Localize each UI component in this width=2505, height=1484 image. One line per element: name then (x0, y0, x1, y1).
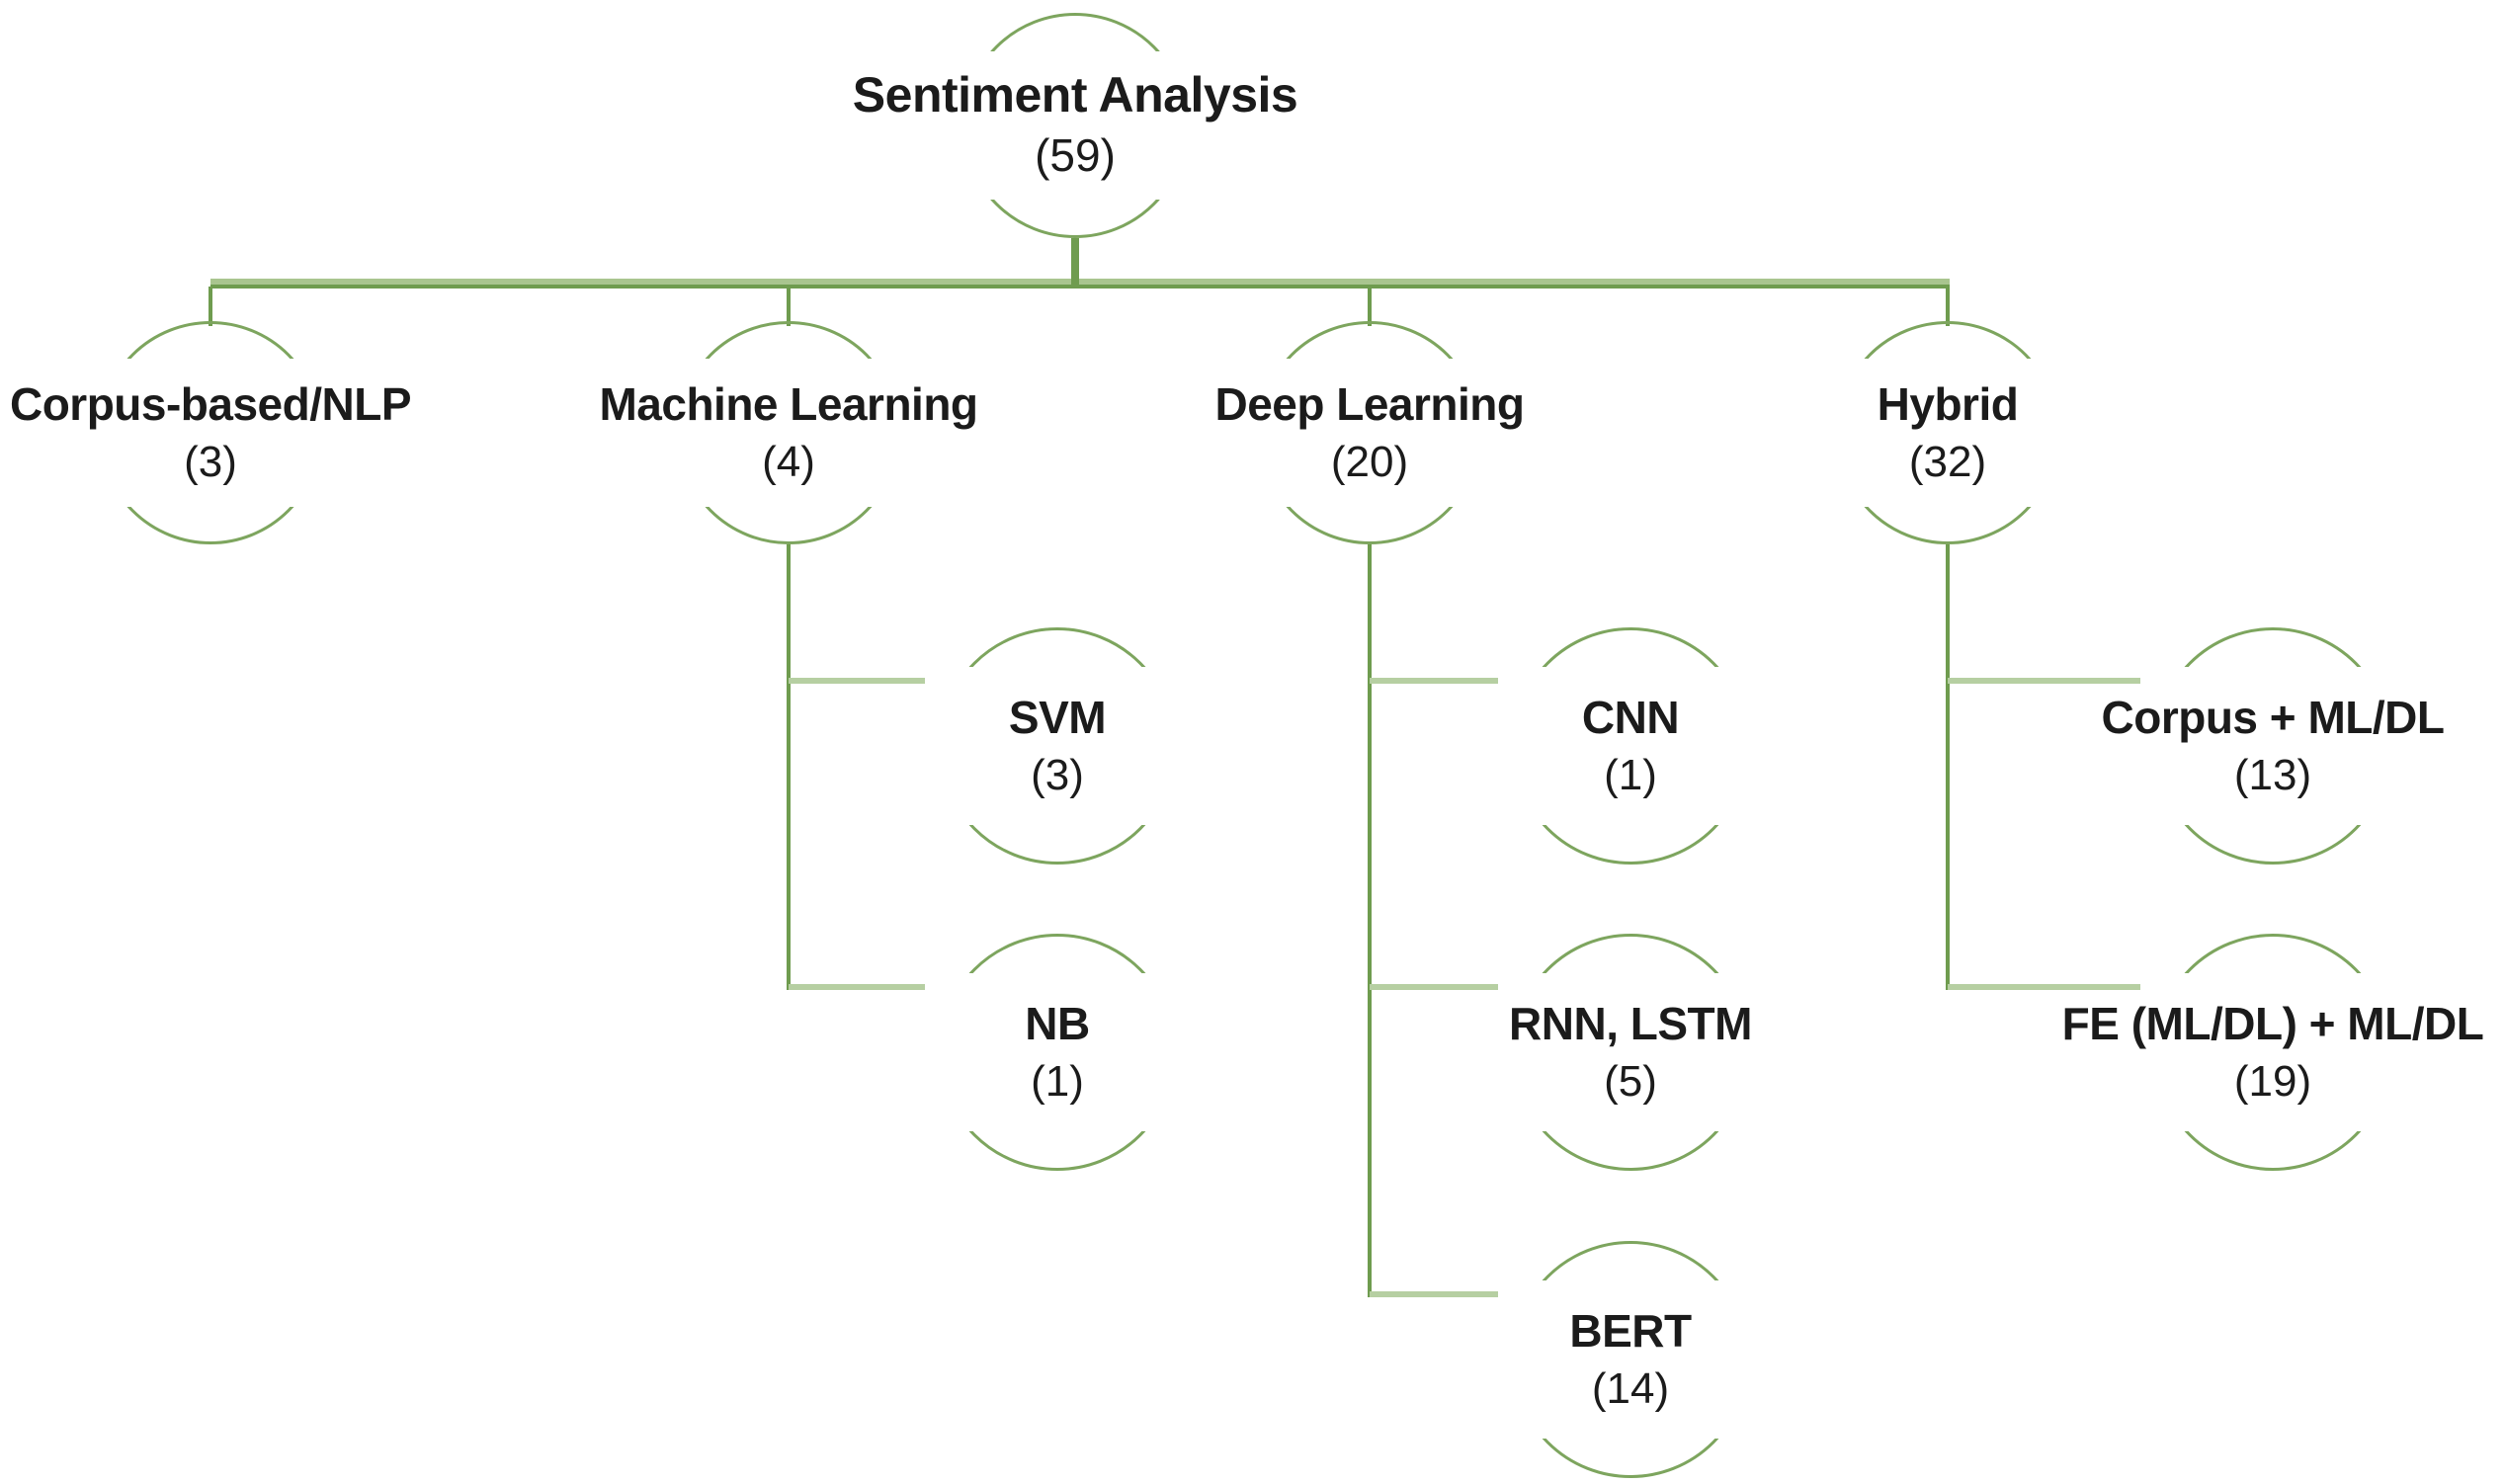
node-label: Corpus + ML/DL (2101, 692, 2445, 743)
node-label-block: RNN, LSTM (5) (988, 994, 2273, 1111)
connector-branch-svm (789, 678, 962, 684)
connector-branch-corpus-ml-dl (1948, 678, 2175, 684)
node-label-block: Machine Learning (4) (146, 374, 1431, 491)
connector-spine-light (210, 279, 1950, 285)
connector-branch-bert (1370, 1291, 1540, 1297)
node-label: Corpus-based/NLP (9, 378, 412, 430)
node-count: (1) (1604, 751, 1657, 799)
node-label-block: Sentiment Analysis (59) (433, 64, 1717, 185)
node-count: (4) (762, 438, 815, 486)
node-label-block: BERT (14) (988, 1301, 2273, 1418)
node-text-band (1498, 667, 1763, 825)
connector-stub-dl (1368, 287, 1372, 326)
connector-trunk-hybrid (1946, 544, 1950, 990)
node-label-block: Deep Learning (20) (727, 374, 2012, 491)
connector-stub-corpus (209, 287, 212, 326)
node-label-block: Hybrid (32) (1305, 374, 2505, 491)
node-text-band (1244, 359, 1495, 507)
connector-spine-dark (210, 285, 1950, 289)
connector-branch-nb (789, 984, 962, 990)
connector-trunk-dl (1368, 544, 1372, 1297)
node-count: (32) (1908, 438, 1987, 486)
node-count: (13) (2233, 751, 2312, 799)
node-label: CNN (1581, 692, 1680, 743)
node-count: (3) (1031, 751, 1084, 799)
node-text-band (1498, 1280, 1763, 1439)
node-text-band (949, 51, 1202, 200)
node-count: (20) (1330, 438, 1409, 486)
node-label: NB (1025, 998, 1090, 1049)
connector-branch-cnn (1370, 678, 1540, 684)
node-label-block: FE (ML/DL) + ML/DL (19) (1630, 994, 2505, 1111)
node-text-band (925, 973, 1190, 1131)
connector-trunk-ml (787, 544, 791, 990)
node-label: SVM (1008, 692, 1107, 743)
node-text-band (85, 359, 336, 507)
connector-stub-ml (787, 287, 791, 326)
node-count: (3) (184, 438, 237, 486)
node-count: (14) (1591, 1364, 1670, 1413)
node-count: (19) (2233, 1057, 2312, 1106)
node-text-band (1822, 359, 2073, 507)
node-label: BERT (1569, 1305, 1692, 1357)
node-label: RNN, LSTM (1509, 998, 1752, 1049)
node-text-band (663, 359, 914, 507)
node-label-block: CNN (1) (988, 688, 2273, 804)
node-text-band (1498, 973, 1763, 1131)
node-label: Sentiment Analysis (852, 67, 1298, 123)
node-label-block: Corpus + ML/DL (13) (1630, 688, 2505, 804)
node-label: Machine Learning (599, 378, 978, 430)
node-text-band (925, 667, 1190, 825)
node-text-band (2140, 973, 2405, 1131)
node-text-band (2140, 667, 2405, 825)
node-label: FE (ML/DL) + ML/DL (2061, 998, 2484, 1049)
node-label-block: Corpus-based/NLP (3) (0, 374, 853, 491)
node-count: (5) (1604, 1057, 1657, 1106)
node-label-block: NB (1) (415, 994, 1700, 1111)
node-count: (1) (1031, 1057, 1084, 1106)
node-label: Deep Learning (1214, 378, 1525, 430)
node-count: (59) (1035, 129, 1116, 181)
connector-root-stub (1071, 238, 1079, 289)
connector-stub-hybrid (1946, 287, 1950, 326)
connector-branch-fe-ml-dl (1948, 984, 2175, 990)
node-label: Hybrid (1877, 378, 2019, 430)
connector-branch-rnn-lstm (1370, 984, 1540, 990)
node-label-block: SVM (3) (415, 688, 1700, 804)
